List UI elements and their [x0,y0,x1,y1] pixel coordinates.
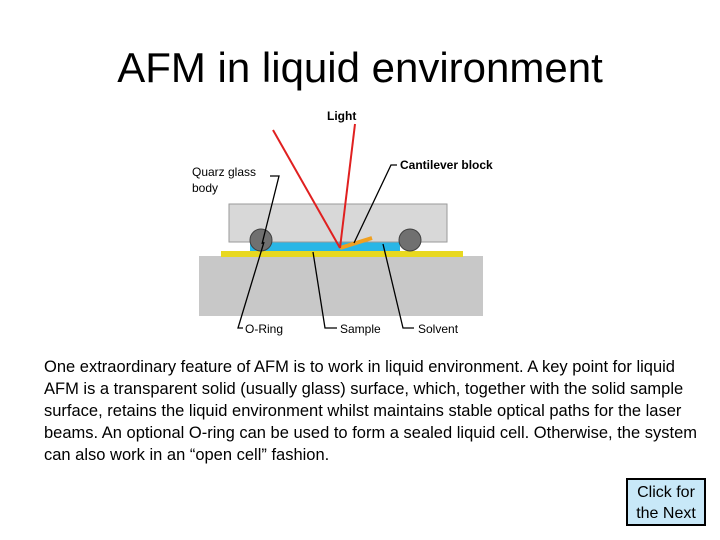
afm-liquid-cell-diagram: Light Quarz glass body Cantilever block … [192,109,493,336]
label-solvent: Solvent [418,322,459,336]
leader-o-ring [237,241,265,329]
page-title: AFM in liquid environment [117,44,603,91]
label-sample: Sample [340,322,381,336]
sample-layer [221,251,463,257]
label-quarz-line2: body [192,181,218,195]
label-cantilever-block: Cantilever block [400,158,493,172]
label-quarz-line1: Quarz glass [192,165,256,179]
laser-reflected [339,123,356,249]
next-button-line1: Click for [637,484,695,501]
o-ring-left [249,228,273,252]
leader-solvent [382,243,414,329]
cantilever [339,236,373,250]
leader-quarz [261,175,280,245]
next-button-line2: the Next [636,505,696,522]
o-ring-right [398,228,422,252]
leader-cantilever [353,164,397,244]
liquid-layer [250,241,400,251]
label-o-ring: O-Ring [245,322,283,336]
label-light: Light [327,109,356,123]
substrate [199,256,483,316]
leader-sample [312,251,337,329]
description-text: One extraordinary feature of AFM is to w… [44,358,697,464]
next-button[interactable]: Click for the Next [626,478,706,526]
laser-incident [272,129,341,249]
